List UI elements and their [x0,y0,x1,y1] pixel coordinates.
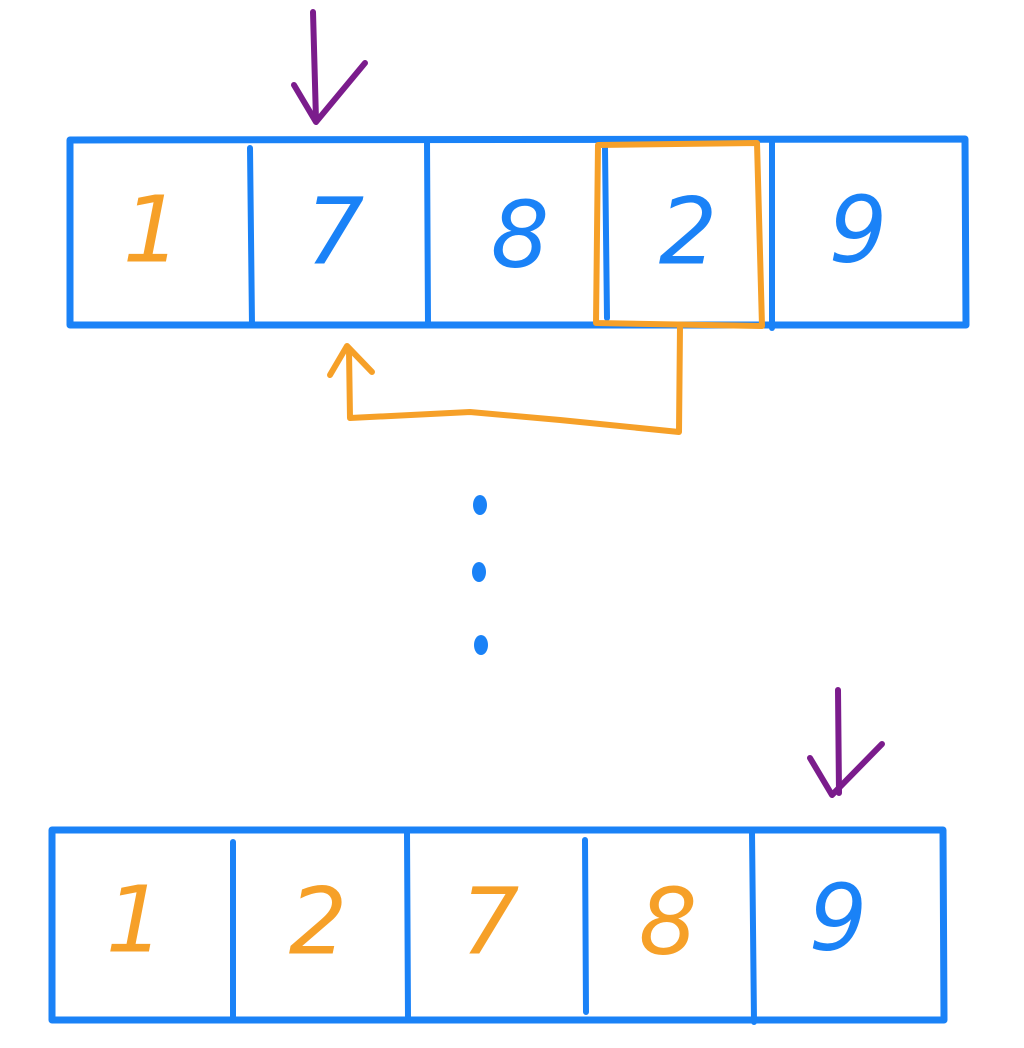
cell-divider [749,829,757,1025]
move-arrow-icon [327,323,683,435]
top-cell-2-value: 8 [491,182,550,289]
vertical-ellipsis-icon [472,495,488,655]
top-cell-0-value: 1 [123,177,182,284]
top-array-border [66,135,970,329]
bottom-cell-3-value: 8 [639,869,698,976]
bottom-cell-1-value: 2 [289,869,348,976]
top-array: 1 7 8 2 9 [66,135,970,331]
pointer-arrow-icon [291,9,368,125]
bottom-cell-0-value: 1 [106,867,165,974]
cell-divider [247,145,255,328]
top-cell-3-value: 2 [659,179,718,286]
cell-divider [602,145,610,321]
top-cell-4-value: 9 [829,177,888,284]
bottom-array: 1 2 7 8 9 [48,826,948,1025]
cell-divider [404,829,411,1023]
bottom-array-border [48,826,948,1024]
cell-divider [424,137,431,328]
bottom-cell-2-value: 7 [461,869,520,976]
highlight-box [593,140,765,329]
cell-divider [582,837,589,1015]
top-cell-1-value: 7 [306,179,365,286]
pointer-arrow-icon [807,687,885,798]
bottom-cell-4-value: 9 [809,865,868,972]
